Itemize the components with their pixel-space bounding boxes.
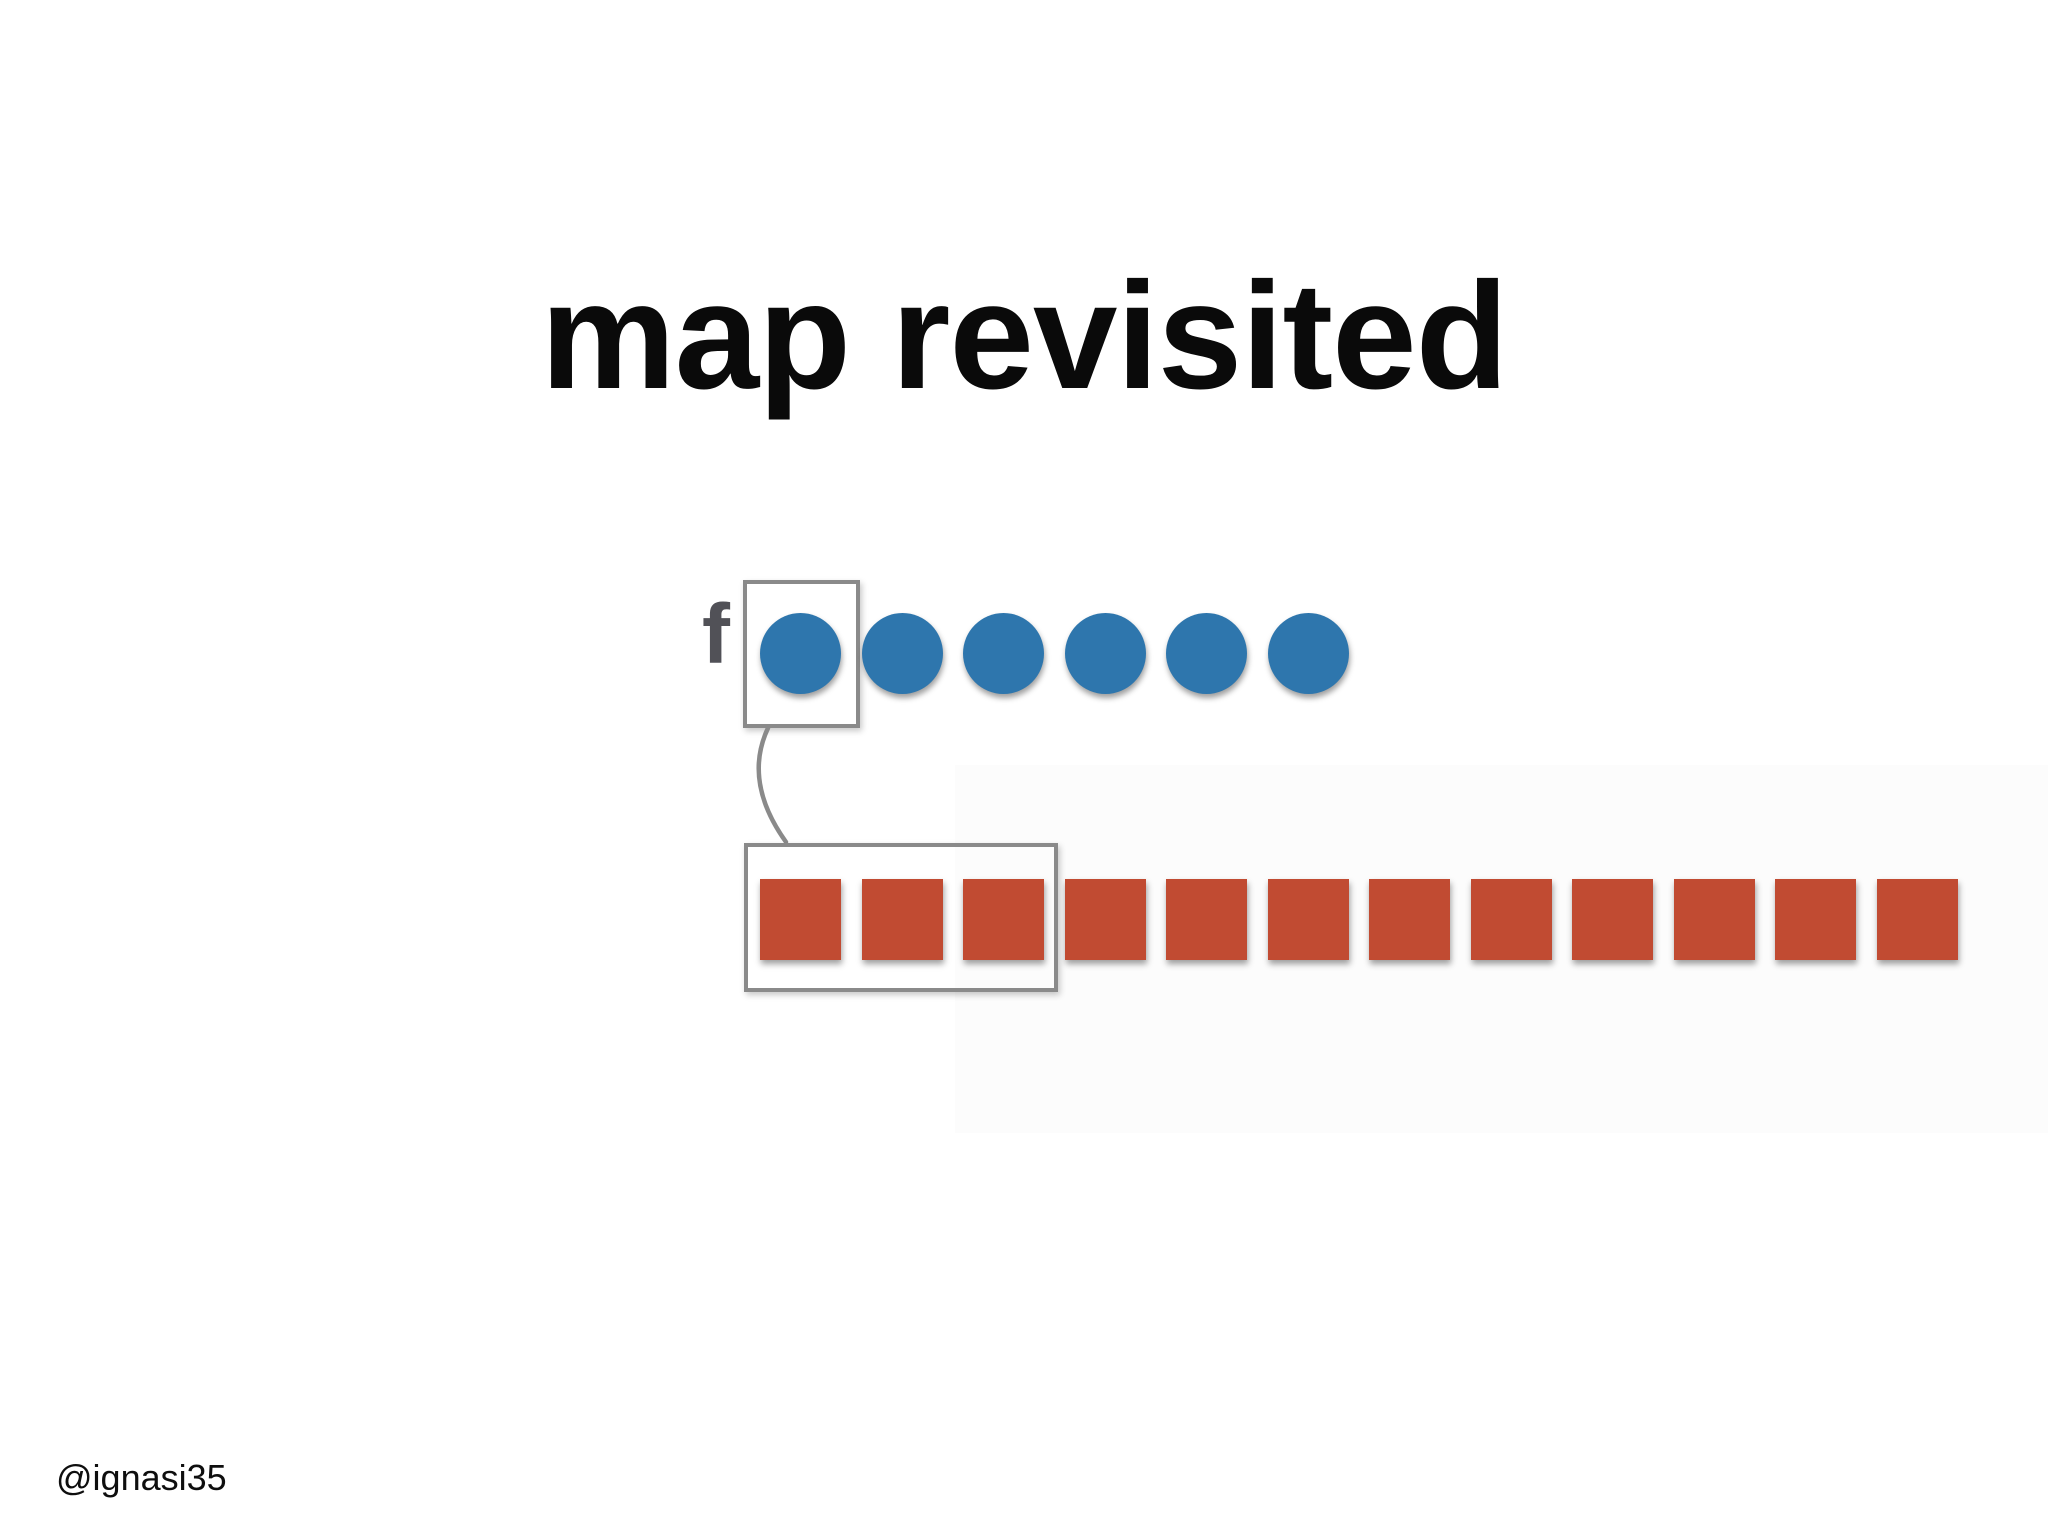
- output-square-12: [1876, 879, 1958, 960]
- output-square-6: [1267, 879, 1349, 960]
- input-circle-6: [1267, 613, 1349, 694]
- input-circle-2: [861, 613, 943, 694]
- output-square-5: [1166, 879, 1247, 960]
- function-label: f: [702, 587, 730, 681]
- output-selection-box: [744, 843, 1058, 992]
- input-circle-1: [760, 613, 841, 694]
- input-selection-box: [743, 580, 860, 728]
- output-square-1: [760, 879, 841, 960]
- output-square-3: [963, 879, 1044, 960]
- input-circles-row: [760, 613, 1349, 694]
- output-square-8: [1470, 879, 1552, 960]
- output-square-10: [1673, 879, 1755, 960]
- output-square-9: [1572, 879, 1653, 960]
- input-circle-5: [1166, 613, 1247, 694]
- output-square-7: [1369, 879, 1450, 960]
- slide-title: map revisited: [540, 250, 1509, 421]
- output-square-11: [1775, 879, 1856, 960]
- output-squares-row: [760, 879, 1958, 960]
- twitter-handle: @ignasi35: [56, 1457, 227, 1498]
- output-square-2: [861, 879, 943, 960]
- output-square-4: [1064, 879, 1146, 960]
- input-circle-4: [1064, 613, 1146, 694]
- input-circle-3: [963, 613, 1044, 694]
- mapping-connector-line: [756, 725, 789, 845]
